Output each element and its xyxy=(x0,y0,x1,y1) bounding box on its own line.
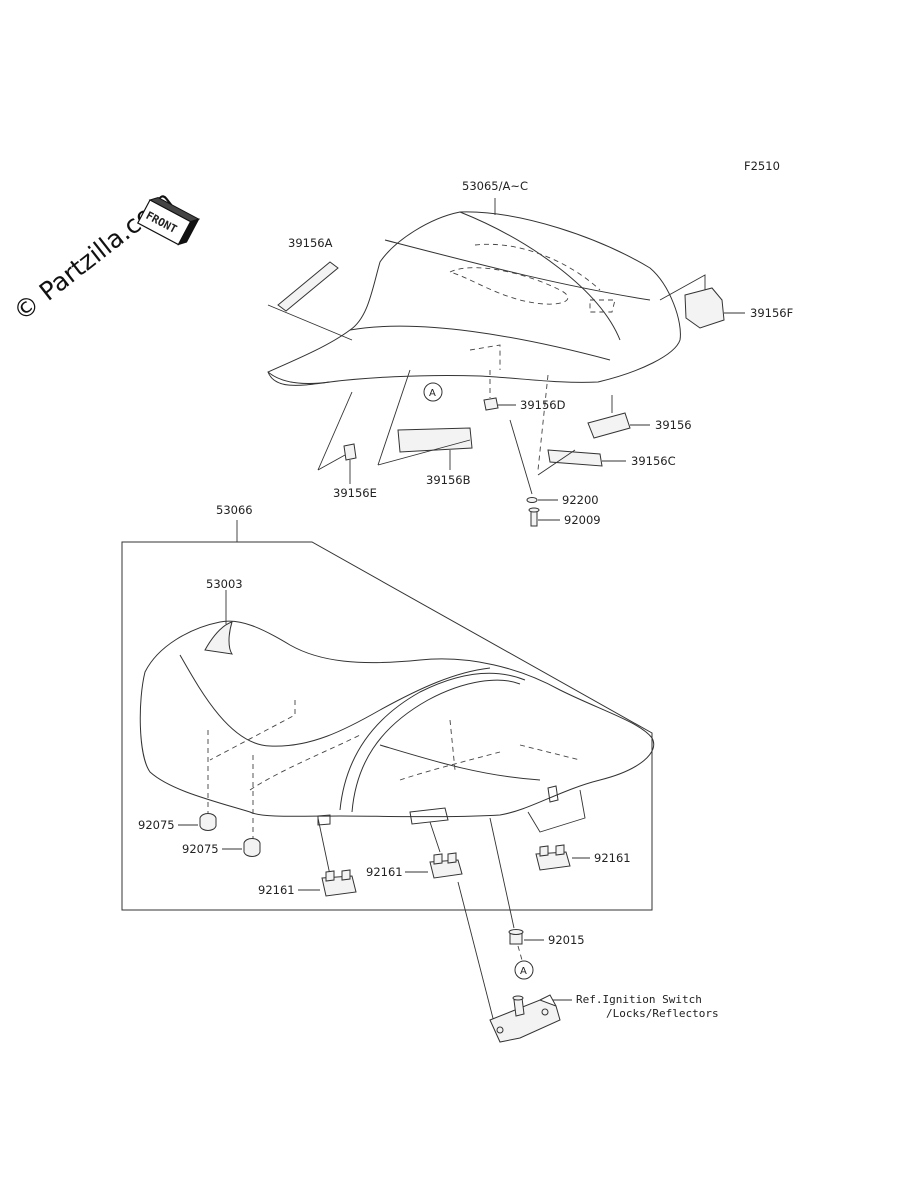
ref-marker-a-top-label: A xyxy=(429,388,436,399)
part-92009: 92009 xyxy=(528,507,601,527)
label-39156: 39156 xyxy=(655,418,692,432)
ref-marker-a-bottom: A xyxy=(514,960,534,980)
ref-note-line2: /Locks/Reflectors xyxy=(606,1007,719,1020)
figure-code: F2510 xyxy=(744,159,780,173)
label-92075-a: 92075 xyxy=(138,818,175,832)
part-92161-c: 92161 xyxy=(527,789,631,871)
part-39156E: 39156E xyxy=(317,391,377,500)
label-53066: 53066 xyxy=(216,503,253,517)
part-39156D: 39156D xyxy=(483,370,566,412)
ref-marker-a-top: A xyxy=(423,382,443,402)
part-92015: 92015 xyxy=(489,817,585,961)
ref-note-line1: Ref.Ignition Switch xyxy=(576,993,702,1006)
label-92161-b: 92161 xyxy=(366,865,403,879)
label-53065: 53065/A~C xyxy=(462,179,528,193)
label-39156C: 39156C xyxy=(631,454,676,468)
seat-assembly-frame: 53066 xyxy=(121,503,653,911)
seat-cover-part: 53065/A~C xyxy=(267,179,681,386)
part-39156B: 39156B xyxy=(377,369,473,487)
seat-assembly-part: 53003 xyxy=(139,577,655,826)
label-92015: 92015 xyxy=(548,933,585,947)
label-92200: 92200 xyxy=(562,493,599,507)
label-92161-c: 92161 xyxy=(594,851,631,865)
part-39156C: 39156C xyxy=(537,374,676,476)
label-39156F: 39156F xyxy=(750,306,793,320)
label-39156B: 39156B xyxy=(426,473,471,487)
label-39156E: 39156E xyxy=(333,486,377,500)
label-53003: 53003 xyxy=(206,577,243,591)
label-39156A: 39156A xyxy=(288,236,333,250)
part-92161-a: 92161 xyxy=(258,817,357,897)
ref-marker-a-bottom-label: A xyxy=(520,966,527,977)
part-92200: 92200 xyxy=(509,419,599,507)
label-92161-a: 92161 xyxy=(258,883,295,897)
lock-assembly: Ref.Ignition Switch /Locks/Reflectors xyxy=(457,881,719,1043)
part-92075-a: 92075 xyxy=(138,730,217,832)
label-92009: 92009 xyxy=(564,513,601,527)
part-92075-b: 92075 xyxy=(182,755,261,857)
label-92075-b: 92075 xyxy=(182,842,219,856)
part-39156A: 39156A xyxy=(267,236,353,341)
part-39156: 39156 xyxy=(587,395,692,439)
part-92161-b: 92161 xyxy=(366,821,463,879)
label-39156D: 39156D xyxy=(520,398,566,412)
part-39156F: 39156F xyxy=(659,274,793,329)
